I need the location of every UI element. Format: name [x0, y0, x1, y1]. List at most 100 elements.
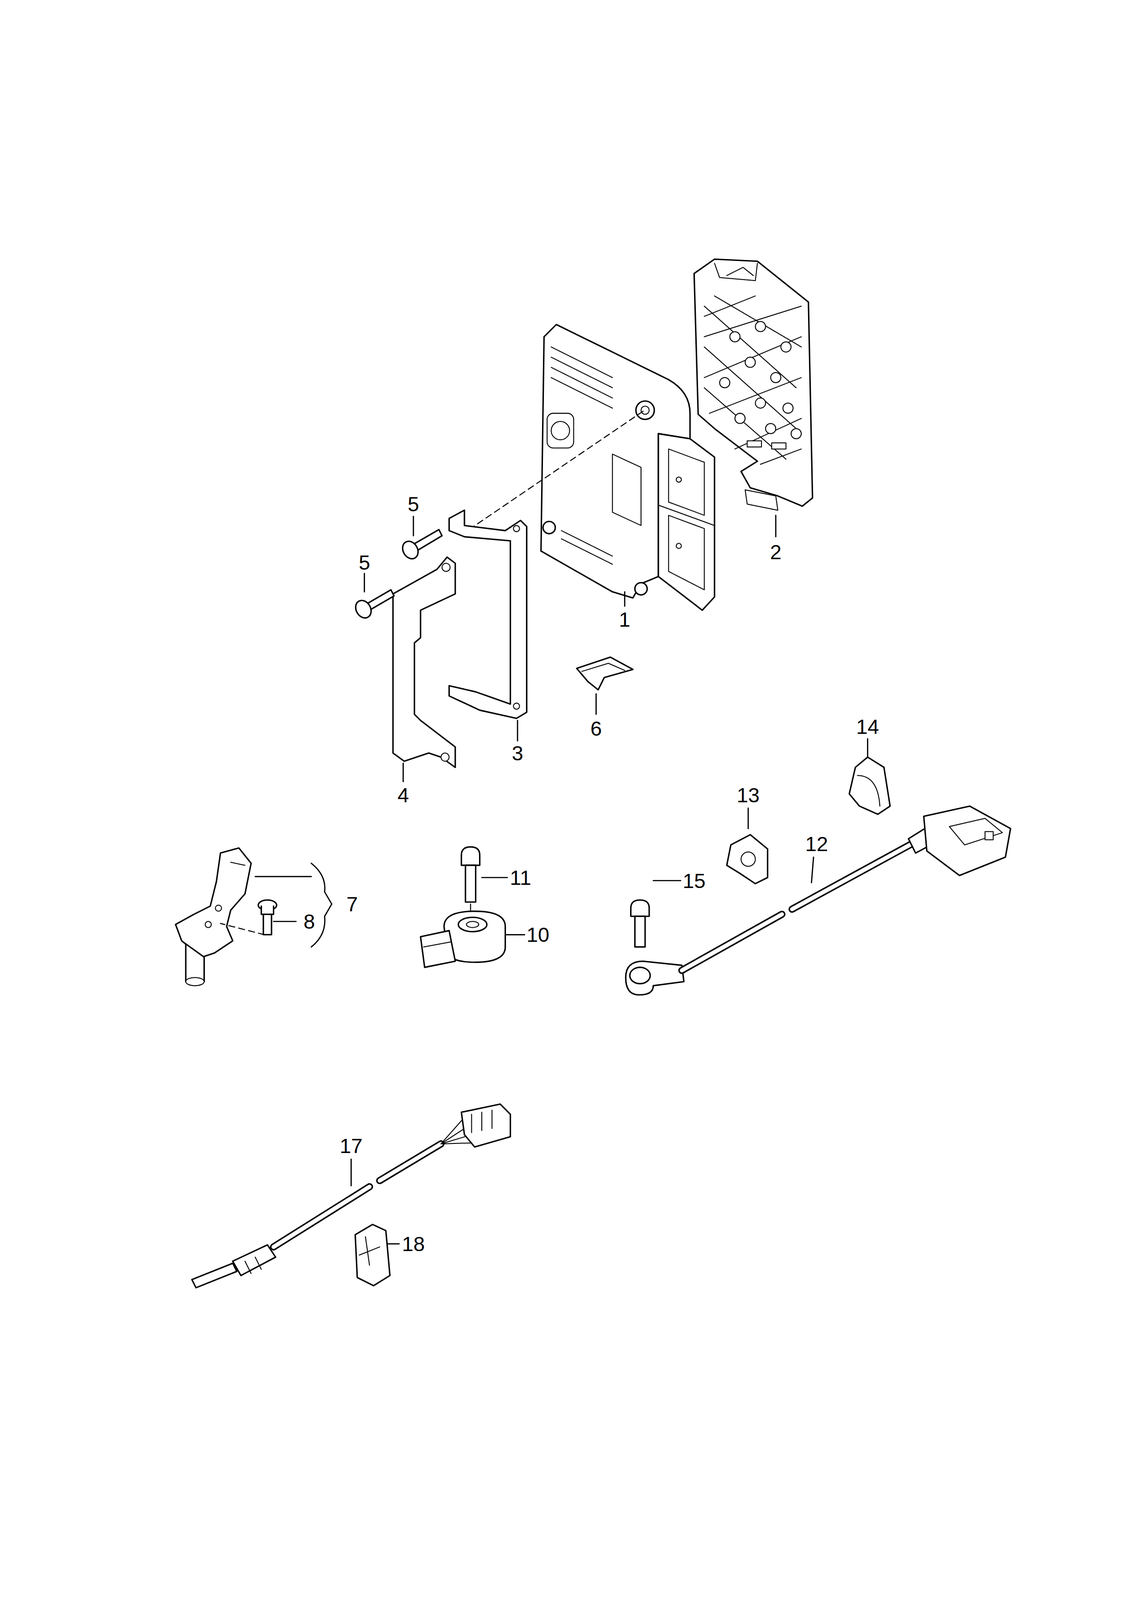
- bolt: [258, 900, 277, 935]
- callout-number: 3: [510, 743, 525, 764]
- oxygen-sensor: [379, 1144, 441, 1182]
- control-unit: [547, 413, 574, 449]
- oxygen-sensor: [232, 1245, 276, 1276]
- bolt: [631, 900, 650, 917]
- cover-plate: [765, 423, 776, 434]
- cover-plate: [704, 296, 802, 465]
- screw: [352, 529, 443, 621]
- cover-plate: [745, 357, 756, 368]
- bracket: [448, 510, 527, 719]
- screw: [352, 597, 375, 621]
- bracket: [440, 753, 449, 762]
- parts-illustration: [220, 923, 265, 936]
- callout-number: 13: [735, 784, 762, 806]
- control-unit: [612, 454, 642, 527]
- bolt: [461, 847, 480, 866]
- speed-sensor: [175, 848, 252, 958]
- bracket: [392, 557, 455, 768]
- callout-number: 8: [302, 911, 317, 933]
- knock-sensor-cable: [625, 806, 1011, 996]
- control-unit: [542, 521, 556, 534]
- cover-plate: [771, 443, 786, 449]
- bracket: [513, 525, 520, 532]
- bracket: [513, 703, 520, 710]
- callout-number: 15: [681, 870, 707, 892]
- cable-clip: [726, 834, 768, 884]
- clip: [581, 663, 625, 672]
- callout-number: 11: [508, 867, 533, 888]
- bracket: [448, 510, 527, 719]
- cable-clip: [726, 757, 891, 884]
- control-unit: [641, 406, 650, 415]
- cover-plate: [780, 342, 791, 353]
- speed-sensor: [205, 921, 212, 928]
- parts-illustration: [311, 863, 332, 948]
- parts-illustration: [351, 515, 868, 1245]
- control-unit: [636, 401, 655, 420]
- cover-plate: [730, 331, 741, 342]
- oxygen-sensor: [192, 1263, 237, 1289]
- bolt: [461, 847, 480, 903]
- knock-sensor-cable: [681, 914, 782, 971]
- parts-illustration: [467, 411, 644, 532]
- bracket: [442, 563, 451, 572]
- knock-sensor-cable: [625, 961, 684, 996]
- control-unit: [541, 324, 715, 611]
- callout-number: 4: [396, 784, 411, 806]
- oxygen-sensor: [471, 1110, 493, 1133]
- knock-sensor-cable: [629, 967, 651, 985]
- control-unit: [635, 582, 648, 595]
- control-unit: [668, 448, 705, 590]
- callout-number: 10: [525, 924, 551, 946]
- bolt: [261, 906, 274, 915]
- knock-sensor: [466, 921, 479, 928]
- speed-sensor: [230, 862, 246, 866]
- screw: [399, 538, 422, 563]
- knock-sensor-cable: [949, 818, 1003, 846]
- bolt: [635, 916, 646, 948]
- bolt: [631, 900, 650, 948]
- knock-sensor: [423, 942, 451, 948]
- oxygen-sensor: [245, 1257, 262, 1274]
- cover-plate: [755, 321, 766, 332]
- cable-clip: [849, 757, 890, 815]
- speed-sensor: [185, 977, 204, 986]
- control-unit: [551, 347, 613, 409]
- control-unit: [658, 433, 715, 611]
- bolt: [465, 865, 476, 903]
- cover-plate: [726, 267, 754, 276]
- knock-sensor-cable: [923, 806, 1011, 876]
- callout-number: 7: [344, 894, 360, 915]
- callout-number: 2: [768, 542, 783, 563]
- oxygen-sensor: [192, 1104, 511, 1289]
- oxygen-sensor: [461, 1104, 511, 1148]
- callout-number: 1: [617, 609, 632, 630]
- knock-sensor: [420, 911, 506, 968]
- cover-plate: [755, 398, 766, 409]
- knock-sensor-cable: [985, 831, 994, 840]
- clip: [359, 1237, 380, 1267]
- callout-number: 5: [357, 552, 372, 573]
- bracket: [392, 557, 455, 768]
- callout-number: 12: [803, 834, 830, 855]
- cover-plate: [714, 263, 758, 281]
- control-unit: [551, 421, 570, 440]
- cover-plate: [719, 377, 730, 388]
- callout-number: 14: [855, 716, 881, 737]
- clip: [355, 1225, 391, 1287]
- clip: [355, 1225, 391, 1287]
- control-unit: [658, 505, 715, 526]
- knock-sensor: [420, 930, 456, 968]
- control-unit: [676, 477, 682, 483]
- control-unit: [561, 530, 613, 565]
- callout-number: 5: [406, 494, 421, 515]
- callout-number: 6: [589, 718, 604, 740]
- cover-plate: [791, 428, 802, 439]
- cover-plate: [735, 413, 746, 424]
- control-unit: [676, 543, 682, 549]
- clip: [576, 657, 633, 691]
- clip: [576, 657, 633, 691]
- cable-clip: [740, 852, 756, 867]
